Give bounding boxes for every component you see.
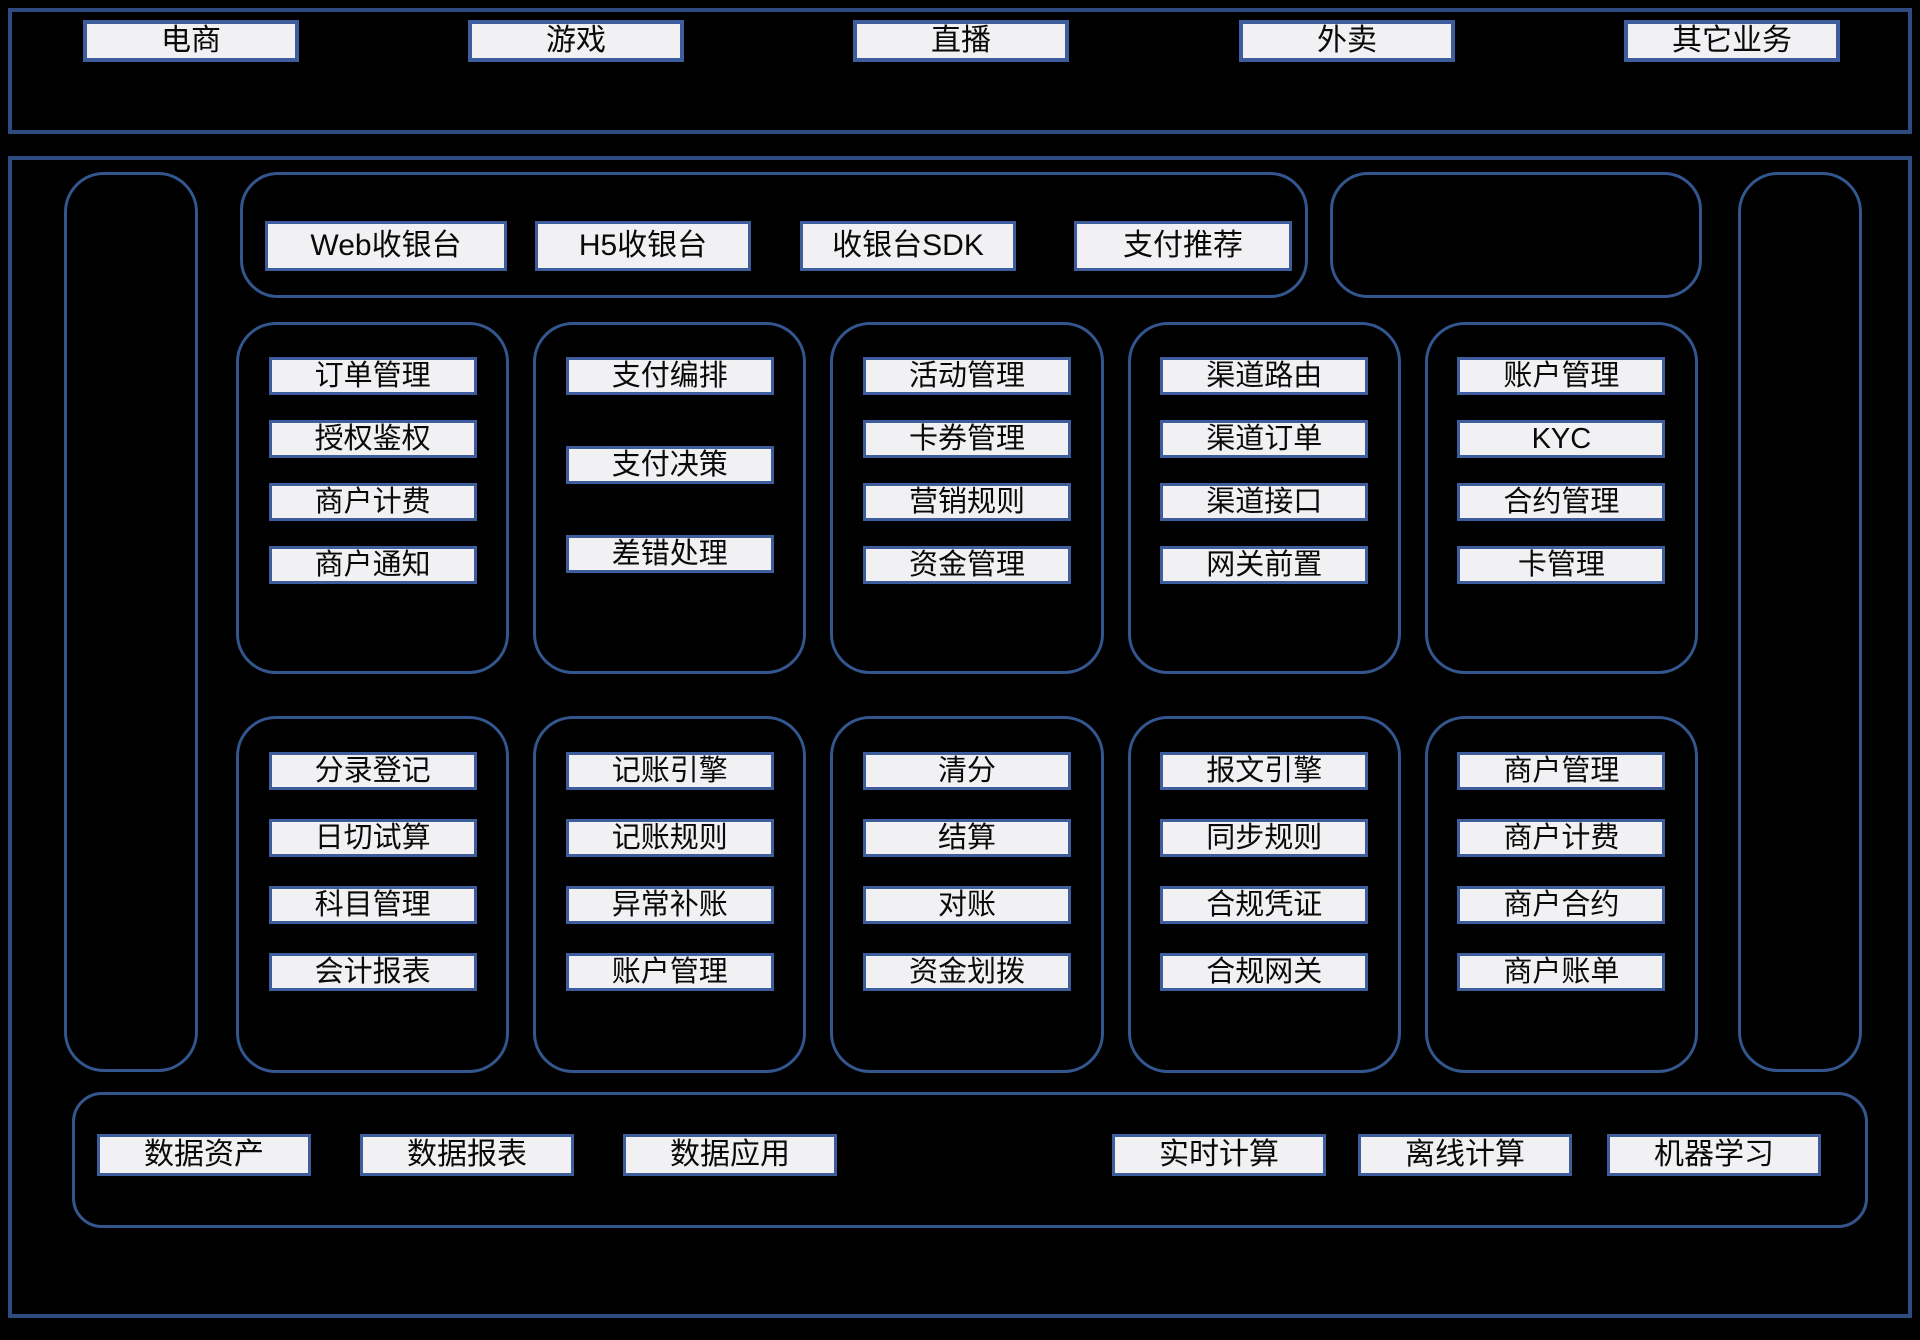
module-box: 合规凭证 <box>1160 886 1369 924</box>
left-sidebar-panel <box>64 172 198 1072</box>
data-box: 离线计算 <box>1358 1134 1572 1176</box>
module-box: 同步规则 <box>1160 819 1369 857</box>
module-box: 清分 <box>863 752 1071 790</box>
business-box: 电商 <box>83 20 299 62</box>
data-box: 数据应用 <box>623 1134 837 1176</box>
cashier-box: Web收银台 <box>265 221 507 271</box>
payment-core-group-5: 账户管理 KYC 合约管理 卡管理 <box>1424 322 1699 674</box>
platform-panel: Web收银台 H5收银台 收银台SDK 支付推荐 订单管理 授权鉴权 商户计费 … <box>8 156 1912 1318</box>
module-box: 结算 <box>863 819 1071 857</box>
module-box: 支付编排 <box>565 357 774 395</box>
module-box: 合规网关 <box>1160 953 1369 991</box>
settlement-group-2: 记账引擎 记账规则 异常补账 账户管理 <box>533 716 807 1073</box>
payment-core-row: 订单管理 授权鉴权 商户计费 商户通知 支付编排 支付决策 差错处理 活动管理 … <box>236 322 1699 674</box>
module-box: 科目管理 <box>268 886 477 924</box>
module-box: 渠道路由 <box>1160 357 1369 395</box>
module-box: 商户通知 <box>268 546 477 584</box>
module-box: 分录登记 <box>268 752 477 790</box>
business-box: 游戏 <box>468 20 684 62</box>
business-box: 直播 <box>853 20 1069 62</box>
settlement-group-4: 报文引擎 同步规则 合规凭证 合规网关 <box>1127 716 1401 1073</box>
payment-core-group-2: 支付编排 支付决策 差错处理 <box>533 322 807 674</box>
module-box: 订单管理 <box>268 357 477 395</box>
module-box: 商户管理 <box>1457 752 1666 790</box>
module-box: 异常补账 <box>565 886 774 924</box>
business-layer-panel: 电商 游戏 直播 外卖 其它业务 <box>8 8 1912 134</box>
module-box: 商户合约 <box>1457 886 1666 924</box>
payment-core-group-4: 渠道路由 渠道订单 渠道接口 网关前置 <box>1127 322 1401 674</box>
payment-core-group-3: 活动管理 卡券管理 营销规则 资金管理 <box>830 322 1104 674</box>
data-layer-panel: 数据资产 数据报表 数据应用 实时计算 离线计算 机器学习 <box>72 1092 1868 1228</box>
module-box: 资金划拨 <box>863 953 1071 991</box>
module-box: 渠道接口 <box>1160 483 1369 521</box>
module-box: 报文引擎 <box>1160 752 1369 790</box>
module-box: 记账规则 <box>565 819 774 857</box>
module-box: 授权鉴权 <box>268 420 477 458</box>
module-box: KYC <box>1457 420 1666 458</box>
settlement-group-5: 商户管理 商户计费 商户合约 商户账单 <box>1424 716 1699 1073</box>
settlement-row: 分录登记 日切试算 科目管理 会计报表 记账引擎 记账规则 异常补账 账户管理 … <box>236 716 1699 1073</box>
settlement-group-3: 清分 结算 对账 资金划拨 <box>830 716 1104 1073</box>
settlement-group-1: 分录登记 日切试算 科目管理 会计报表 <box>236 716 510 1073</box>
module-box: 会计报表 <box>268 953 477 991</box>
data-box: 数据报表 <box>360 1134 574 1176</box>
module-box: 账户管理 <box>565 953 774 991</box>
module-box: 营销规则 <box>863 483 1071 521</box>
module-box: 差错处理 <box>565 535 774 573</box>
business-box: 其它业务 <box>1624 20 1840 62</box>
data-box: 实时计算 <box>1112 1134 1326 1176</box>
module-box: 网关前置 <box>1160 546 1369 584</box>
module-box: 商户计费 <box>1457 819 1666 857</box>
cashier-box: 支付推荐 <box>1074 221 1292 271</box>
module-box: 对账 <box>863 886 1071 924</box>
module-box: 合约管理 <box>1457 483 1666 521</box>
module-box: 支付决策 <box>565 446 774 484</box>
module-box: 商户计费 <box>268 483 477 521</box>
module-box: 资金管理 <box>863 546 1071 584</box>
reserved-panel <box>1330 172 1702 298</box>
module-box: 渠道订单 <box>1160 420 1369 458</box>
data-box: 数据资产 <box>97 1134 311 1176</box>
cashier-layer-panel: Web收银台 H5收银台 收银台SDK 支付推荐 <box>240 172 1308 298</box>
module-box: 账户管理 <box>1457 357 1666 395</box>
cashier-box: 收银台SDK <box>800 221 1016 271</box>
data-box: 机器学习 <box>1607 1134 1821 1176</box>
module-box: 活动管理 <box>863 357 1071 395</box>
module-box: 记账引擎 <box>565 752 774 790</box>
payment-core-group-1: 订单管理 授权鉴权 商户计费 商户通知 <box>236 322 510 674</box>
module-box: 商户账单 <box>1457 953 1666 991</box>
cashier-box: H5收银台 <box>535 221 751 271</box>
right-sidebar-panel <box>1738 172 1862 1072</box>
module-box: 卡管理 <box>1457 546 1666 584</box>
module-box: 日切试算 <box>268 819 477 857</box>
module-box: 卡券管理 <box>863 420 1071 458</box>
business-box: 外卖 <box>1239 20 1455 62</box>
